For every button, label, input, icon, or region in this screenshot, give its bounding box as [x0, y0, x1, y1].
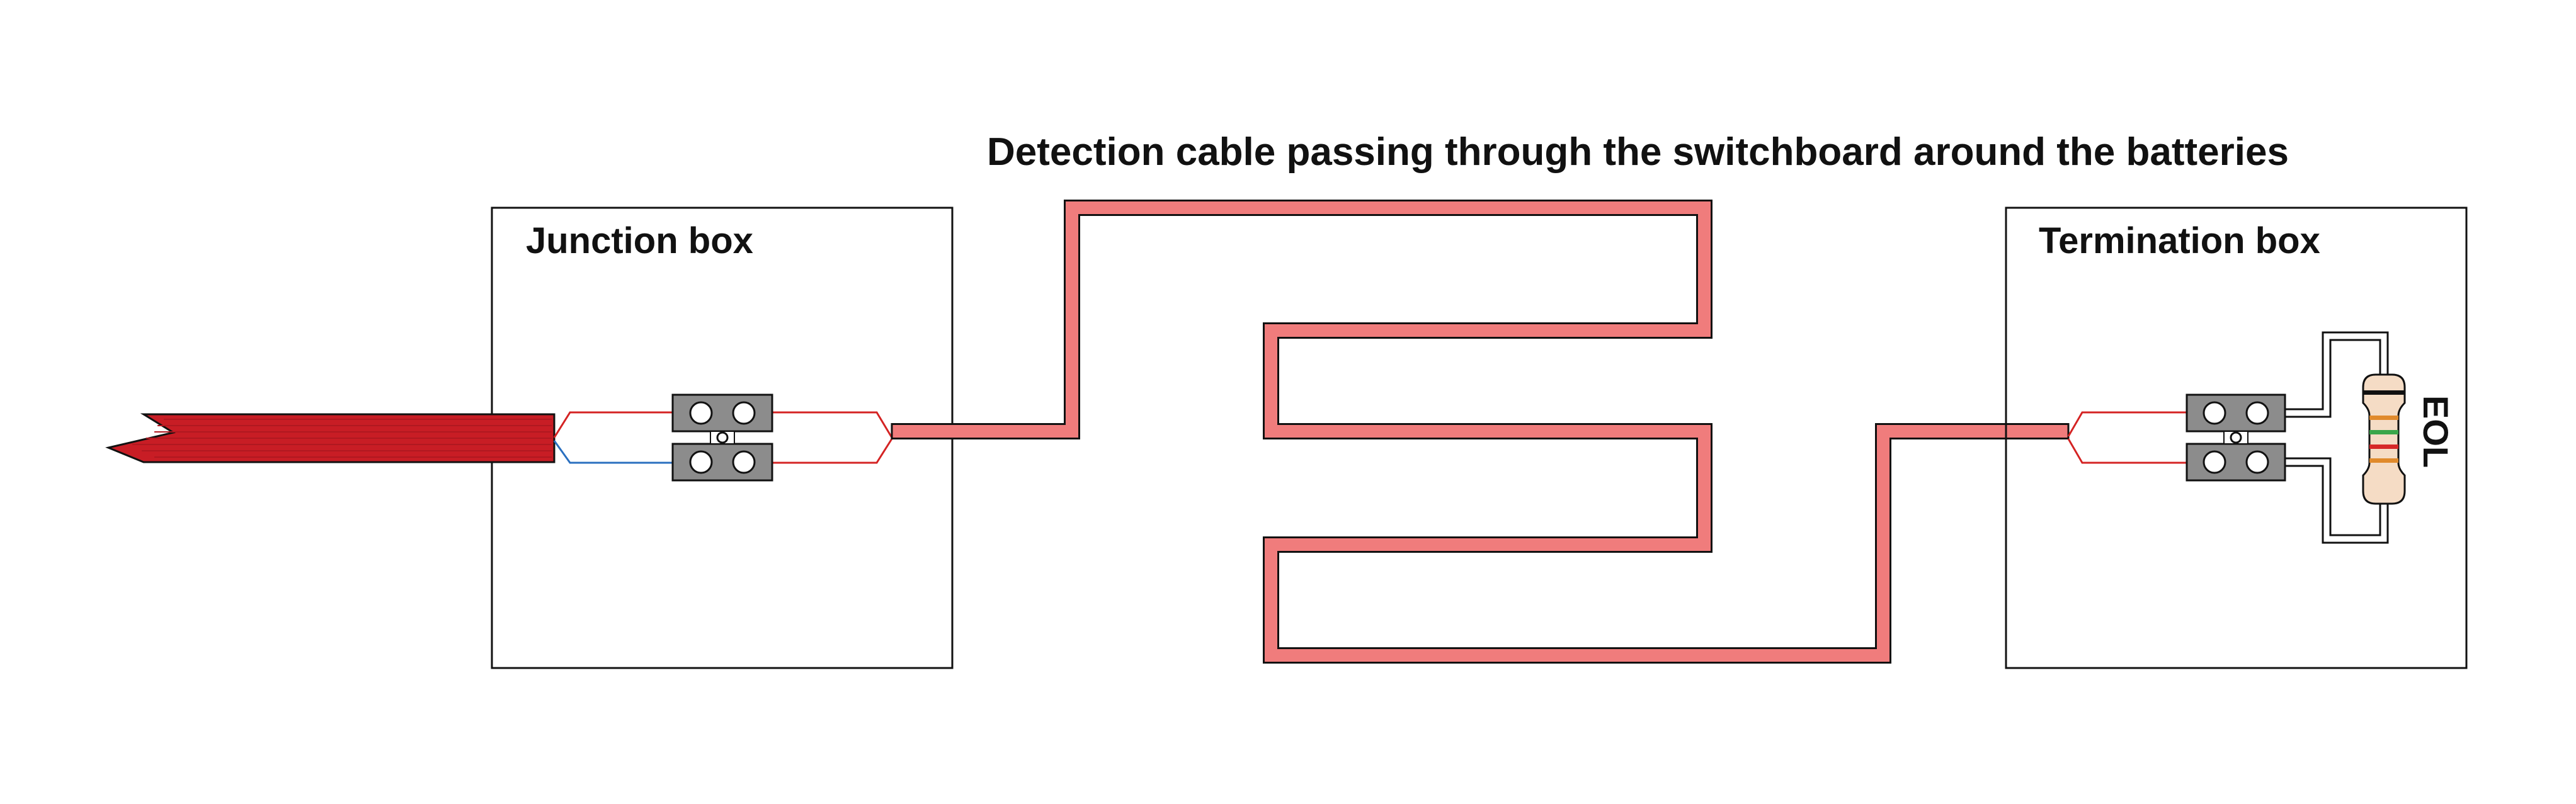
terminal-block-icon	[671, 394, 773, 482]
eol-label: EOL	[2416, 395, 2456, 468]
junction-wire-bottom	[772, 438, 893, 464]
eol-resistor-leads	[2285, 331, 2389, 544]
termination-box-label: Termination box	[2039, 220, 2320, 261]
termination-box	[2005, 207, 2468, 669]
junction-box-label: Junction box	[526, 220, 753, 261]
termination-wire-top	[2067, 411, 2187, 437]
feed-cable	[105, 413, 556, 463]
junction-wire-top	[772, 411, 893, 438]
feed-wire-red	[553, 411, 673, 438]
resistor-icon	[2362, 373, 2406, 505]
terminal-block-icon	[2186, 394, 2286, 482]
termination-wire-bottom	[2067, 438, 2187, 464]
feed-wire-blue	[553, 440, 673, 464]
diagram-title: Detection cable passing through the swit…	[987, 130, 2289, 174]
